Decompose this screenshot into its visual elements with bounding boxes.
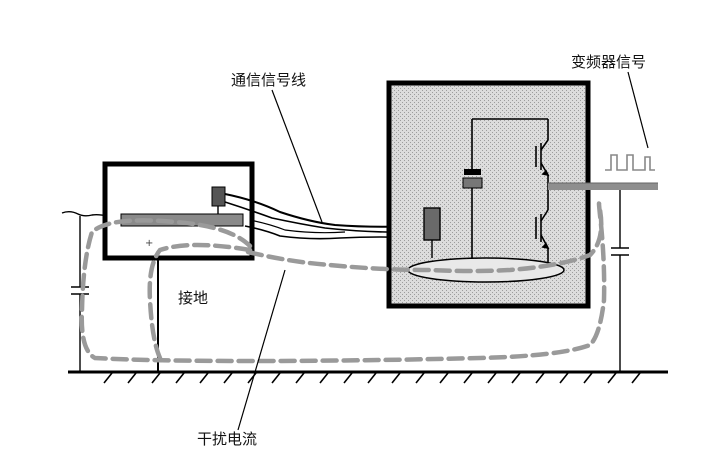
comm-signal-label: 通信信号线 <box>231 71 306 89</box>
vfd-signal-leader <box>627 71 649 149</box>
motor-output-cable <box>548 182 658 190</box>
interference-current-loop <box>79 201 607 364</box>
comm-signal-cable <box>224 193 419 240</box>
igbt-lower <box>535 209 550 250</box>
interference-current-leader <box>237 269 286 431</box>
interference-current-label: 干扰电流 <box>197 430 257 448</box>
controller-box: + <box>102 161 255 261</box>
dc-bus-capacitor <box>464 169 481 175</box>
svg-text:+: + <box>145 238 153 249</box>
vfd-signal-label: 变频器信号 <box>571 53 646 71</box>
grounding-label: 接地 <box>178 289 208 307</box>
ground-bus <box>68 370 668 384</box>
right-stray-capacitor <box>611 190 629 372</box>
comm-signal-leader <box>271 89 323 223</box>
igbt-upper <box>535 139 550 177</box>
inverter-signal-module <box>423 207 441 241</box>
vfd-pwm-waveform <box>605 154 655 171</box>
